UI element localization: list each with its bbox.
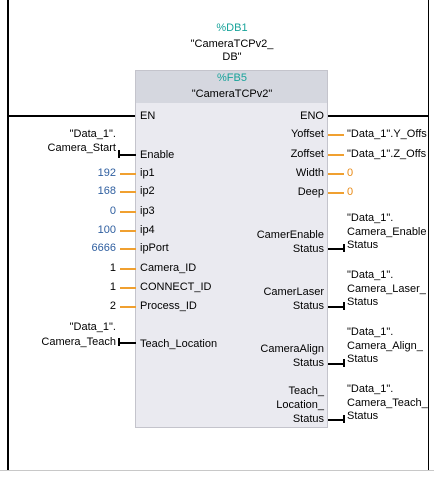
pin-camerlaser-status-line2[interactable]: Status <box>292 300 324 312</box>
teach-location-arg-line1[interactable]: "Data_1". <box>69 321 116 333</box>
zoffset-arg[interactable]: "Data_1".Z_Offs <box>347 148 427 160</box>
ipport-wire <box>120 248 136 250</box>
cameraalign-status-arg-line1[interactable]: "Data_1". <box>347 326 394 338</box>
ip2-value[interactable]: 168 <box>97 185 116 197</box>
pin-teach-location[interactable]: Teach_Location <box>140 338 218 350</box>
camerlaser-status-wire <box>328 306 344 308</box>
process-id-wire <box>120 306 136 308</box>
pin-teach-location-status-line2[interactable]: Location_ <box>276 399 324 411</box>
camerlaser-status-arg-line3[interactable]: Status <box>347 296 379 308</box>
power-flow-wire-en <box>8 115 136 117</box>
teach-location-arg-line2[interactable]: Camera_Teach <box>41 336 116 348</box>
instance-db-name-line2[interactable]: DB" <box>222 51 242 63</box>
teach-location-status-arg-line2[interactable]: Camera_Teach_ <box>347 397 428 409</box>
teach-location-status-arg-line1[interactable]: "Data_1". <box>347 383 394 395</box>
pin-enable[interactable]: Enable <box>140 149 175 161</box>
enable-wire <box>118 154 136 156</box>
deep-wire <box>328 192 344 194</box>
teach-location-wire <box>118 342 136 344</box>
deep-value[interactable]: 0 <box>347 186 354 198</box>
camerenable-status-wire <box>328 248 344 250</box>
pin-yoffset[interactable]: Yoffset <box>290 128 324 140</box>
teach-location-status-wire <box>328 419 344 421</box>
ip4-value[interactable]: 100 <box>97 224 116 236</box>
ipport-value[interactable]: 6666 <box>91 242 116 254</box>
pin-connect-id[interactable]: CONNECT_ID <box>140 281 212 293</box>
enable-contact-tick <box>118 150 120 158</box>
pin-cameraalign-status-line1[interactable]: CameraAlign <box>260 343 324 355</box>
pin-ipport[interactable]: ipPort <box>140 242 169 254</box>
pin-deep[interactable]: Deep <box>297 186 324 198</box>
pin-zoffset[interactable]: Zoffset <box>290 148 324 160</box>
pin-camerlaser-status-line1[interactable]: CamerLaser <box>263 286 324 298</box>
ip1-wire <box>120 173 136 175</box>
camerenable-status-arg-line3[interactable]: Status <box>347 239 379 251</box>
pin-process-id[interactable]: Process_ID <box>140 300 197 312</box>
connect-id-wire <box>120 287 136 289</box>
function-block-name: "CameraTCPv2" <box>191 88 273 100</box>
teach-location-status-arg-line3[interactable]: Status <box>347 410 379 422</box>
pin-teach-location-status-line1[interactable]: Teach_ <box>288 385 324 397</box>
pin-en[interactable]: EN <box>140 110 156 122</box>
camera-id-wire <box>120 268 136 270</box>
camerlaser-status-arg-line1[interactable]: "Data_1". <box>347 269 394 281</box>
enable-arg-line2[interactable]: Camera_Start <box>47 142 116 154</box>
cameraalign-status-arg-line3[interactable]: Status <box>347 353 379 365</box>
left-power-rail <box>7 0 9 470</box>
camerenable-status-arg-line2[interactable]: Camera_Enable <box>347 226 427 238</box>
ip2-wire <box>120 191 136 193</box>
ip3-value[interactable]: 0 <box>109 205 116 217</box>
function-block-header[interactable] <box>136 71 327 103</box>
enable-arg-line1[interactable]: "Data_1". <box>69 128 116 140</box>
camerlaser-status-arg-line2[interactable]: Camera_Laser_ <box>347 283 426 295</box>
ip3-wire <box>120 211 136 213</box>
instance-db-address[interactable]: %DB1 <box>216 22 248 34</box>
instance-db-name-line1[interactable]: "CameraTCPv2_ <box>190 38 274 50</box>
editor-bottom-bar <box>0 470 434 480</box>
pin-width[interactable]: Width <box>295 167 324 179</box>
function-block-box[interactable] <box>135 70 328 428</box>
pin-camera-id[interactable]: Camera_ID <box>140 262 197 274</box>
cameraalign-status-arg-line2[interactable]: Camera_Align_ <box>347 340 423 352</box>
ip1-value[interactable]: 192 <box>97 167 116 179</box>
pin-eno[interactable]: ENO <box>300 110 324 122</box>
pin-ip1[interactable]: ip1 <box>140 167 155 179</box>
pin-cameraalign-status-line2[interactable]: Status <box>292 357 324 369</box>
connect-id-value[interactable]: 1 <box>109 281 116 293</box>
pin-teach-location-status-line3[interactable]: Status <box>292 413 324 425</box>
process-id-value[interactable]: 2 <box>109 300 116 312</box>
pin-ip2[interactable]: ip2 <box>140 185 155 197</box>
function-block-address: %FB5 <box>217 72 247 84</box>
yoffset-arg[interactable]: "Data_1".Y_Offs <box>347 128 427 140</box>
right-power-rail <box>428 0 429 470</box>
yoffset-wire <box>328 134 344 136</box>
pin-ip3[interactable]: ip3 <box>140 205 155 217</box>
cameraalign-status-wire <box>328 363 344 365</box>
pin-camerenable-status-line2[interactable]: Status <box>292 243 324 255</box>
camerenable-status-arg-line1[interactable]: "Data_1". <box>347 212 394 224</box>
power-flow-wire-eno <box>328 115 428 117</box>
pin-ip4[interactable]: ip4 <box>140 224 155 236</box>
camerenable-status-coil-tick <box>343 244 345 252</box>
pin-camerenable-status-line1[interactable]: CamerEnable <box>256 229 324 241</box>
zoffset-wire <box>328 154 344 156</box>
teach-location-contact-tick <box>118 338 120 346</box>
width-value[interactable]: 0 <box>347 167 354 179</box>
teach-location-status-coil-tick <box>343 415 345 423</box>
camerlaser-status-coil-tick <box>343 302 345 310</box>
camera-id-value[interactable]: 1 <box>109 262 116 274</box>
ip4-wire <box>120 230 136 232</box>
cameraalign-status-coil-tick <box>343 359 345 367</box>
width-wire <box>328 173 344 175</box>
